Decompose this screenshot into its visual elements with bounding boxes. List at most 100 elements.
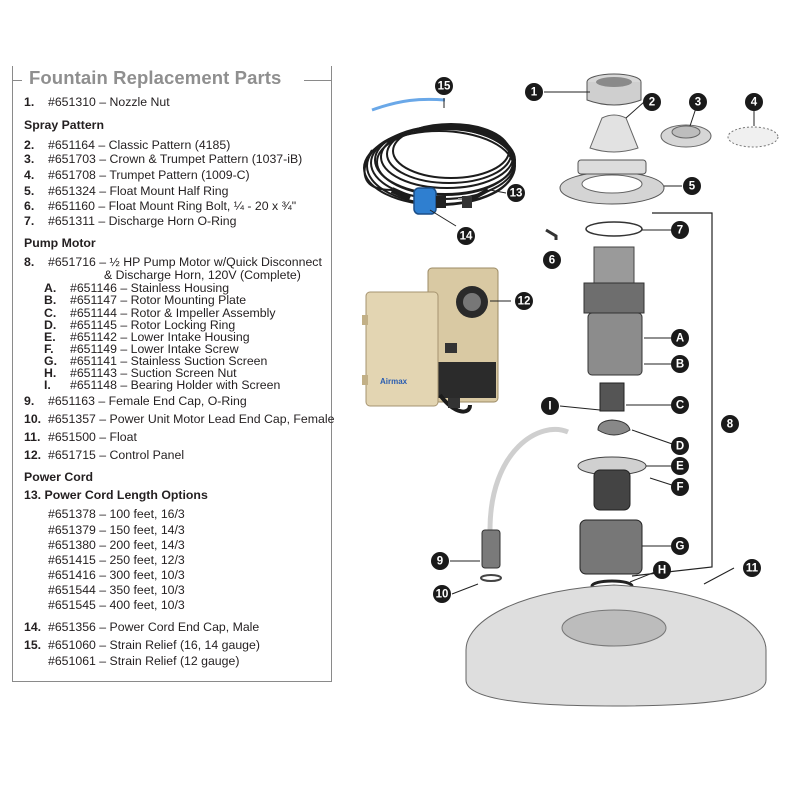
- part-description: #651143 – Suction Screen Nut: [70, 366, 237, 380]
- callout-7: 7: [671, 221, 689, 239]
- callout-d: D: [671, 437, 689, 455]
- callout-label: 9: [437, 556, 443, 568]
- callout-b: B: [671, 355, 689, 373]
- section-heading-text: 13. Power Cord Length Options: [24, 488, 208, 502]
- callout-10: 10: [433, 585, 451, 603]
- callout-2: 2: [643, 93, 661, 111]
- callout-11: 11: [743, 559, 761, 577]
- pump-motor-illustration: [577, 246, 647, 593]
- callout-h: H: [653, 561, 671, 579]
- part-description: #651703 – Crown & Trumpet Pattern (1037-…: [48, 152, 303, 166]
- part-description: #651164 – Classic Pattern (4185): [48, 138, 231, 152]
- subpart-letter: C.: [44, 306, 57, 320]
- subpart-letter: H.: [44, 366, 57, 380]
- part-description: #651708 – Trumpet Pattern (1009-C): [48, 168, 250, 182]
- part-option: #651416 – 300 feet, 10/3: [48, 568, 185, 582]
- callout-1: 1: [525, 83, 543, 101]
- part-number: 9.: [24, 394, 35, 408]
- o-ring-illustration: [585, 221, 643, 237]
- callout-label: 6: [549, 255, 555, 267]
- part-number: 2.: [24, 138, 35, 152]
- part-option: #651380 – 200 feet, 14/3: [48, 538, 185, 552]
- pump-assembly-bracket: [631, 212, 713, 577]
- part-option: #651378 – 100 feet, 16/3: [48, 507, 185, 521]
- part-number: 6.: [24, 199, 35, 213]
- ring-bolt-illustration: [545, 228, 558, 240]
- part-description: #651144 – Rotor & Impeller Assembly: [70, 306, 276, 320]
- part-description: #651163 – Female End Cap, O-Ring: [48, 394, 247, 408]
- part-description: #651500 – Float: [48, 430, 137, 444]
- section-heading-text: Spray Pattern: [24, 118, 104, 132]
- classic-pattern-illustration: [589, 114, 639, 153]
- part-description: #651324 – Float Mount Half Ring: [48, 184, 229, 198]
- callout-label: E: [676, 461, 684, 473]
- subpart-letter: F.: [44, 342, 54, 356]
- control-panel-illustration: Airmax: [362, 267, 499, 414]
- part-number: 3.: [24, 152, 35, 166]
- part-description: #651142 – Lower Intake Housing: [70, 330, 250, 344]
- power-cord-illustration: [363, 97, 516, 215]
- callout-e: E: [671, 457, 689, 475]
- callout-a: A: [671, 329, 689, 347]
- callout-label: I: [548, 401, 551, 413]
- callout-label: 4: [751, 97, 758, 109]
- part-description: #651311 – Discharge Horn O-Ring: [48, 214, 237, 228]
- part-description: #651715 – Control Panel: [48, 448, 185, 462]
- callout-f: F: [671, 478, 689, 496]
- callout-label: B: [676, 359, 684, 371]
- part-option: #651544 – 350 feet, 10/3: [48, 583, 185, 597]
- callout-8: 8: [721, 415, 739, 433]
- callout-label: 3: [695, 97, 701, 109]
- callout-6: 6: [543, 251, 561, 269]
- callout-label: 8: [727, 419, 734, 431]
- part-option: #651545 – 400 feet, 10/3: [48, 598, 185, 612]
- part-number: 10.: [24, 412, 42, 426]
- subpart-letter: E.: [44, 330, 56, 344]
- subpart-letter: B.: [44, 293, 57, 307]
- callout-label: 13: [510, 188, 523, 200]
- part-description-continued: & Discharge Horn, 120V (Complete): [104, 268, 301, 282]
- callout-13: 13: [507, 184, 525, 202]
- part-description: #651356 – Power Cord End Cap, Male: [48, 620, 260, 634]
- part-description: #651146 – Stainless Housing: [70, 281, 230, 295]
- part-description: #651060 – Strain Relief (16, 14 gauge): [48, 638, 260, 652]
- callout-label: A: [676, 333, 684, 345]
- part-number: 1.: [24, 95, 35, 109]
- part-description: #651310 – Nozzle Nut: [48, 95, 170, 109]
- callout-g: G: [671, 537, 689, 555]
- callout-15: 15: [435, 77, 453, 95]
- callout-3: 3: [689, 93, 707, 111]
- float-illustration: [465, 584, 767, 707]
- callout-label: F: [676, 482, 683, 494]
- part-number: 12.: [24, 448, 42, 462]
- callout-5: 5: [683, 177, 701, 195]
- part-number: 5.: [24, 184, 35, 198]
- callout-12: 12: [515, 292, 533, 310]
- part-number: 11.: [24, 430, 41, 444]
- nozzle-nut-illustration: [586, 73, 642, 106]
- subpart-letter: D.: [44, 318, 57, 332]
- callout-label: 15: [438, 81, 451, 93]
- callout-label: 10: [436, 589, 449, 601]
- callout-label: 14: [460, 231, 473, 243]
- subpart-letter: G.: [44, 354, 57, 368]
- callout-label: 2: [649, 97, 655, 109]
- airmax-logo: Airmax: [380, 377, 408, 386]
- part-number: 8.: [24, 255, 35, 269]
- callout-label: H: [658, 565, 666, 577]
- part-number: 14.: [24, 620, 42, 634]
- trumpet-pattern-illustration: [727, 126, 779, 148]
- callout-14: 14: [457, 227, 475, 245]
- subpart-letter: A.: [44, 281, 57, 295]
- callout-label: 5: [689, 181, 696, 193]
- callout-label: 12: [518, 296, 531, 308]
- parts-list-panel: [12, 66, 332, 682]
- part-description: #651160 – Float Mount Ring Bolt, ¼ - 20 …: [48, 199, 297, 213]
- callout-9: 9: [431, 552, 449, 570]
- motor-lead-illustration: [480, 426, 569, 582]
- section-heading-text: Power Cord: [24, 470, 94, 484]
- callout-label: 11: [746, 563, 759, 575]
- part-number: 4.: [24, 168, 35, 182]
